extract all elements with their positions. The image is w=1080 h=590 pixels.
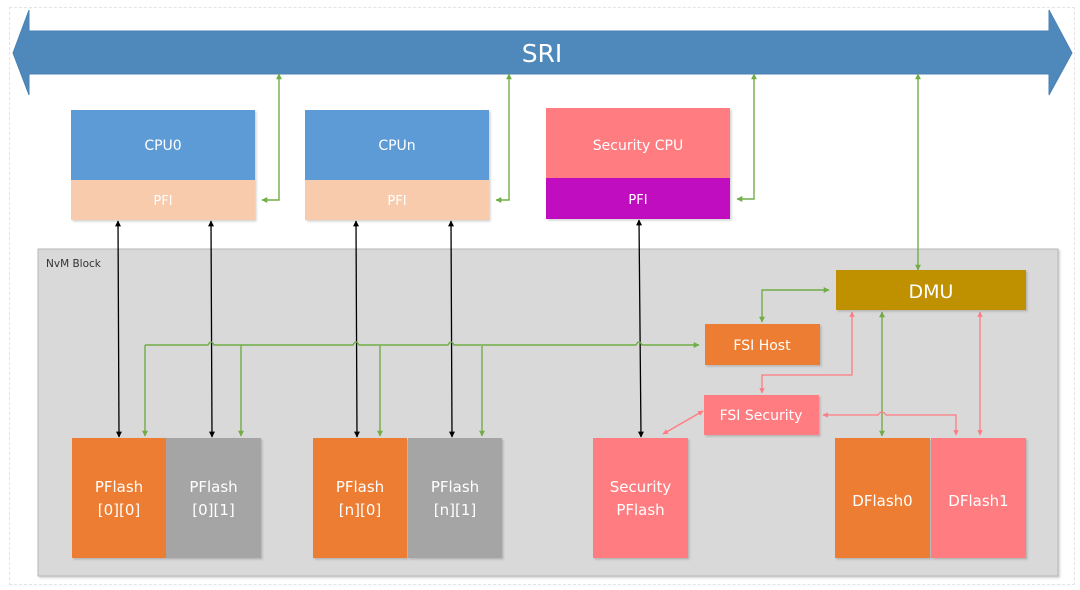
nvm-block-label: NvM Block bbox=[46, 258, 102, 270]
fsi-host-label: FSI Host bbox=[733, 338, 791, 354]
cpu0-pfi-label: PFI bbox=[153, 194, 172, 209]
fsi-host-box[interactable] bbox=[705, 324, 820, 365]
cpun-pfi-label: PFI bbox=[387, 194, 406, 209]
fsi-host-flash-bus bbox=[142, 287, 885, 437]
dflash0-label: DFlash0 bbox=[852, 492, 912, 510]
sri-bus-label: SRI bbox=[522, 39, 563, 68]
pfi-flash-connectors bbox=[115, 219, 644, 438]
pflash-n-1-label: PFlash bbox=[431, 478, 479, 496]
cpu0-pfi[interactable] bbox=[71, 180, 255, 220]
cpu0-label: CPU0 bbox=[144, 138, 181, 154]
cpun-pflashn1-connector bbox=[448, 220, 455, 438]
dmu-label: DMU bbox=[909, 281, 954, 303]
fsi-security-label: FSI Security bbox=[720, 408, 803, 424]
security-pflash-label: Security bbox=[610, 478, 672, 496]
security-cpu-core[interactable] bbox=[546, 108, 730, 178]
security-pfi-sri-connector bbox=[736, 73, 757, 202]
security-pfi-security-pflash-connector bbox=[636, 219, 644, 438]
cpun-label: CPUn bbox=[378, 138, 415, 154]
security-cpu-pfi-label: PFI bbox=[628, 193, 647, 208]
dflash1-box[interactable] bbox=[931, 438, 1026, 558]
cpun-block[interactable] bbox=[305, 110, 489, 220]
pfi-sri-connectors bbox=[261, 73, 921, 271]
security-cpu-label: Security CPU bbox=[593, 138, 683, 154]
dflash1-label: DFlash1 bbox=[948, 492, 1008, 510]
fsi-security-security-pflash-connector bbox=[662, 410, 704, 435]
cpu0-pflash00-connector bbox=[115, 220, 122, 438]
sri-bus: SRI bbox=[12, 9, 1073, 96]
cpun-pfi[interactable] bbox=[305, 180, 489, 220]
pflash-n-0-box[interactable] bbox=[313, 438, 407, 558]
cpu0-pfi-sri-connector bbox=[261, 73, 282, 203]
security-cpu-block[interactable] bbox=[546, 108, 730, 219]
fsi-host-dmu-connector bbox=[759, 287, 830, 323]
flash-banks: PFlash [0][0] PFlash [0][1] PFlash [n][0] PFla… bbox=[72, 438, 1026, 558]
pflash-0-1-sublabel: [0][1] bbox=[192, 501, 235, 519]
security-pflash-box[interactable] bbox=[593, 438, 688, 558]
pflash-0-0-label: PFlash bbox=[95, 478, 143, 496]
fsi-host-horizontal-bus bbox=[145, 341, 700, 348]
pflash-0-0-sublabel: [0][0] bbox=[98, 501, 141, 519]
cpun-core[interactable] bbox=[305, 110, 489, 180]
pflash-0-1-box[interactable] bbox=[166, 438, 261, 558]
fsi-security-box[interactable] bbox=[704, 395, 819, 435]
cpu0-block[interactable] bbox=[71, 110, 255, 220]
pflash-n-1-box[interactable] bbox=[408, 438, 502, 558]
pflash-n-1-sublabel: [n][1] bbox=[434, 501, 476, 519]
cpu0-pflash01-connector bbox=[208, 220, 215, 438]
pflash-n-0-label: PFlash bbox=[336, 478, 384, 496]
security-connectors bbox=[662, 311, 983, 436]
pflash-0-1-label: PFlash bbox=[189, 478, 237, 496]
dmu-fsi-security-connector bbox=[759, 311, 855, 394]
dmu-box[interactable] bbox=[836, 270, 1026, 310]
fsi-security-dflash1-connector bbox=[822, 411, 959, 436]
diagram-frame bbox=[9, 7, 1075, 585]
dflash0-box[interactable] bbox=[835, 438, 930, 558]
pflash-0-0-box[interactable] bbox=[72, 438, 166, 558]
security-pflash-sublabel: PFlash bbox=[616, 501, 664, 519]
cpun-pflashn0-connector bbox=[353, 220, 360, 438]
cpu0-core[interactable] bbox=[71, 110, 255, 180]
cpun-pfi-sri-connector bbox=[495, 73, 512, 203]
pflash-n-0-sublabel: [n][0] bbox=[339, 501, 381, 519]
security-cpu-pfi[interactable] bbox=[546, 178, 730, 219]
